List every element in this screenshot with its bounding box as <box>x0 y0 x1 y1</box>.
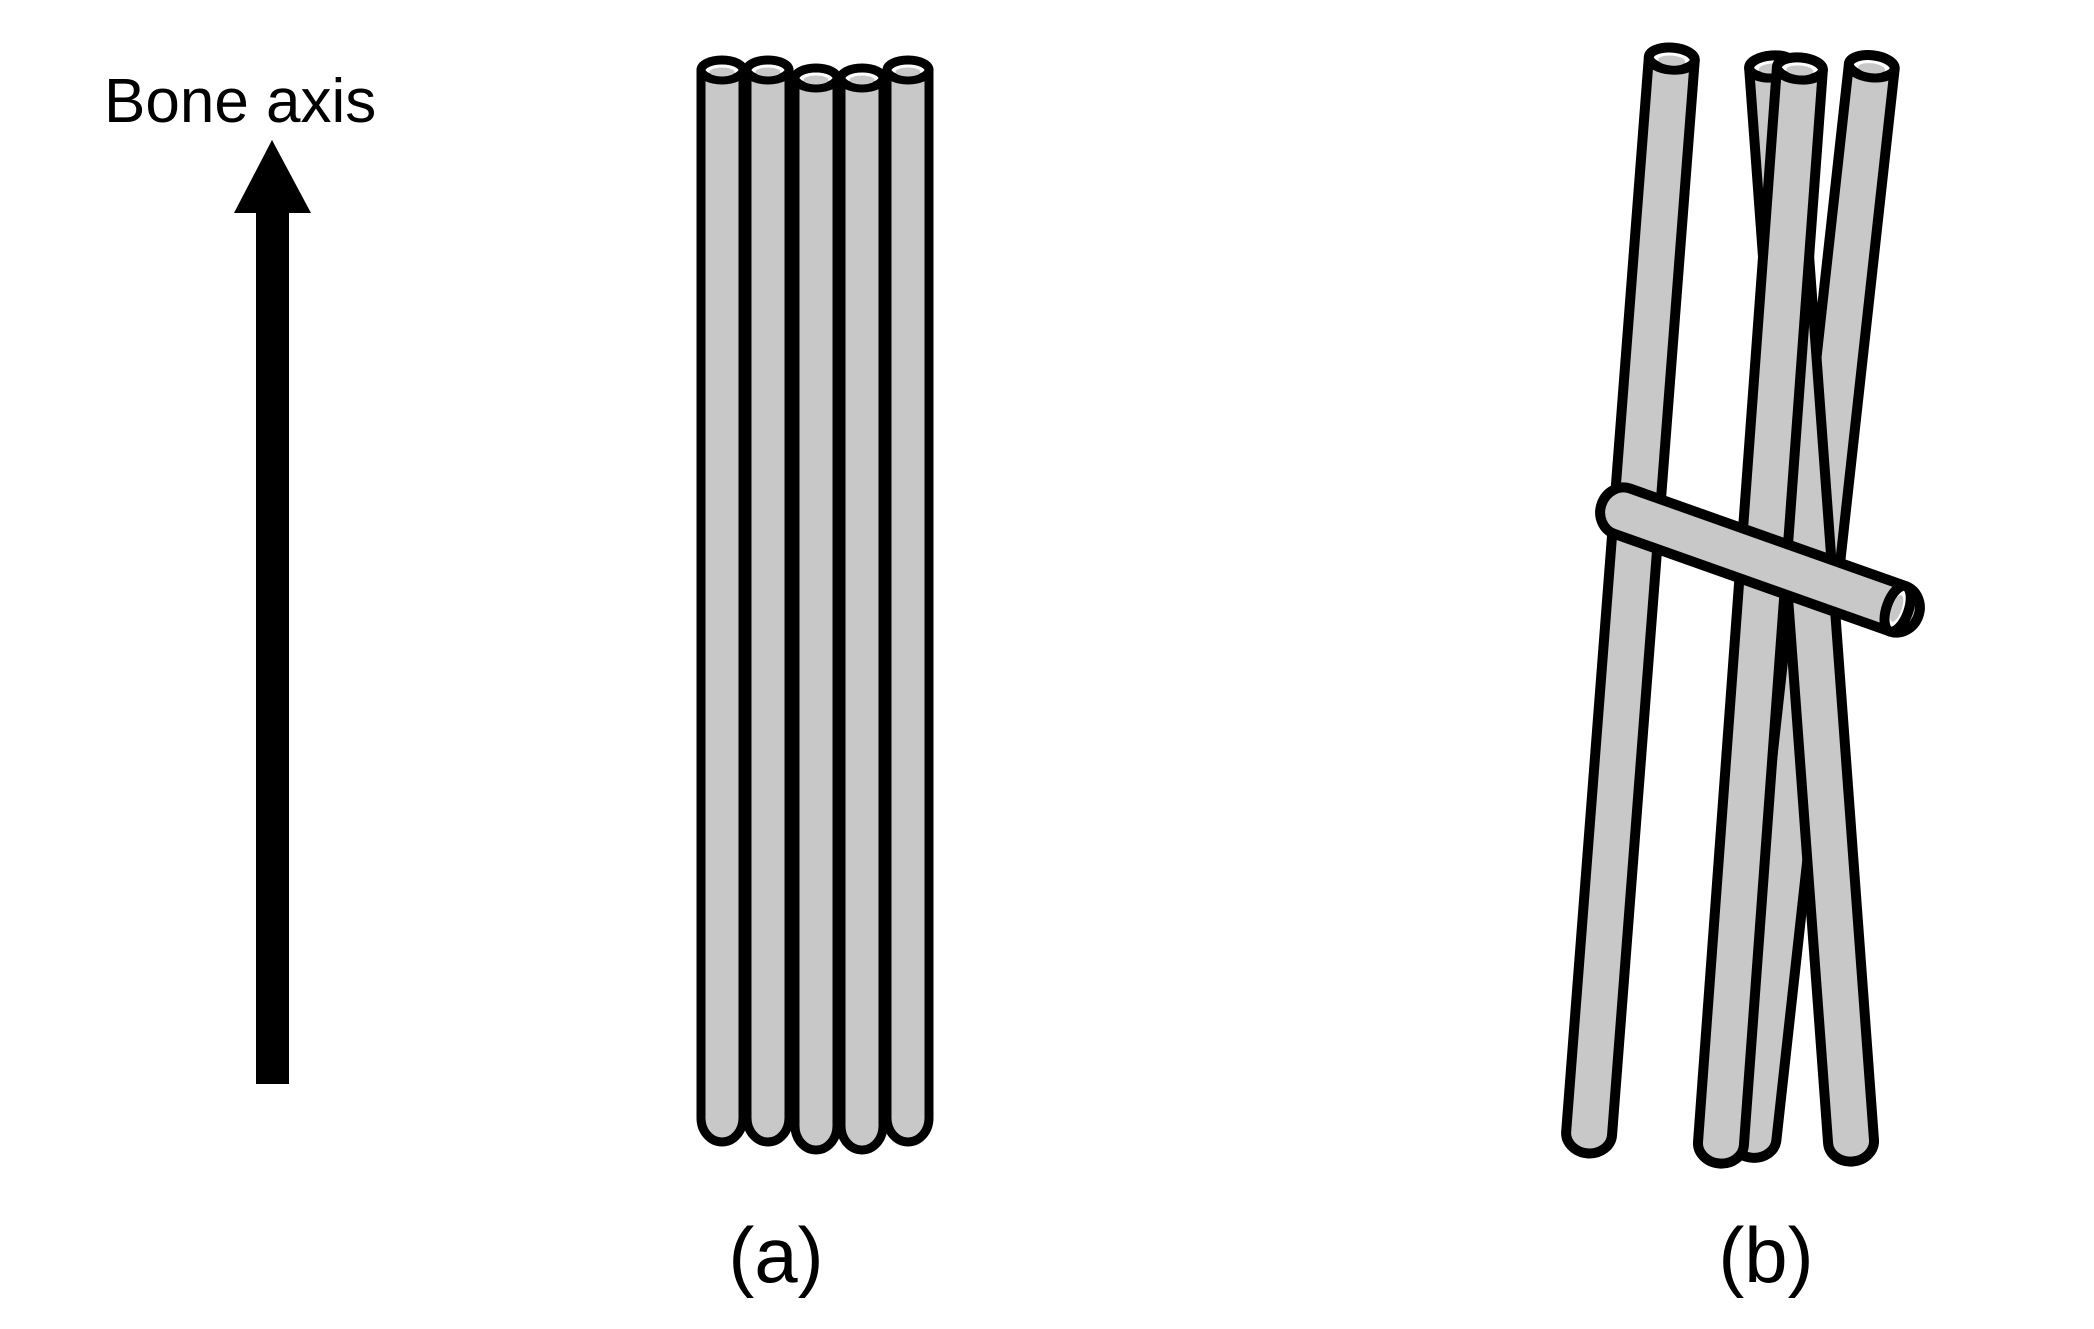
rod-a-1 <box>701 60 743 1142</box>
bone-axis-label: Bone axis <box>104 67 376 136</box>
panel-a-rods <box>701 60 929 1150</box>
arrow-head-icon <box>234 140 311 213</box>
arrow-shaft <box>256 200 289 1084</box>
bone-axis-arrow <box>234 140 311 1084</box>
panel-b-caption: (b) <box>1718 1211 1813 1299</box>
rod-b-1 <box>1565 46 1696 1155</box>
rod-a-2 <box>747 60 789 1142</box>
rod-a-4 <box>841 68 883 1150</box>
rod-a-3 <box>795 68 837 1150</box>
panel-a-caption: (a) <box>728 1211 823 1299</box>
rod-a-5 <box>887 60 929 1142</box>
panel-b-rods <box>1565 46 1927 1165</box>
